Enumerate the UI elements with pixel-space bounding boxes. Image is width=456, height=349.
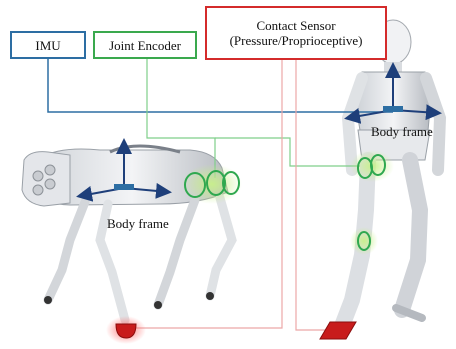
joint-encoder-label: Joint Encoder <box>109 37 181 53</box>
quadruped-body-frame-label: Body frame <box>107 216 169 231</box>
joint-encoder-label-box: Joint Encoder <box>93 31 197 59</box>
imu-label-box: IMU <box>10 31 86 59</box>
imu-label: IMU <box>35 37 61 53</box>
imu-connector <box>47 59 393 113</box>
quadruped-body-frame-axes <box>76 138 172 202</box>
contact-sensor-connector <box>135 60 325 331</box>
contact-sensor-label-box: Contact Sensor (Pressure/Proprioceptive) <box>205 6 387 60</box>
humanoid-body-frame-label: Body frame <box>371 124 433 139</box>
humanoid-joint-markers <box>350 150 394 255</box>
humanoid-foot-contact-pad <box>319 321 357 340</box>
joint-encoder-connector <box>146 59 360 178</box>
contact-sensor-title: Contact Sensor <box>256 18 336 33</box>
quadruped-foot-contact-pad <box>106 316 146 344</box>
humanoid-body-frame-axes <box>344 62 442 124</box>
quadruped-joint-markers <box>182 164 242 204</box>
contact-sensor-subtitle: (Pressure/Proprioceptive) <box>229 33 363 48</box>
